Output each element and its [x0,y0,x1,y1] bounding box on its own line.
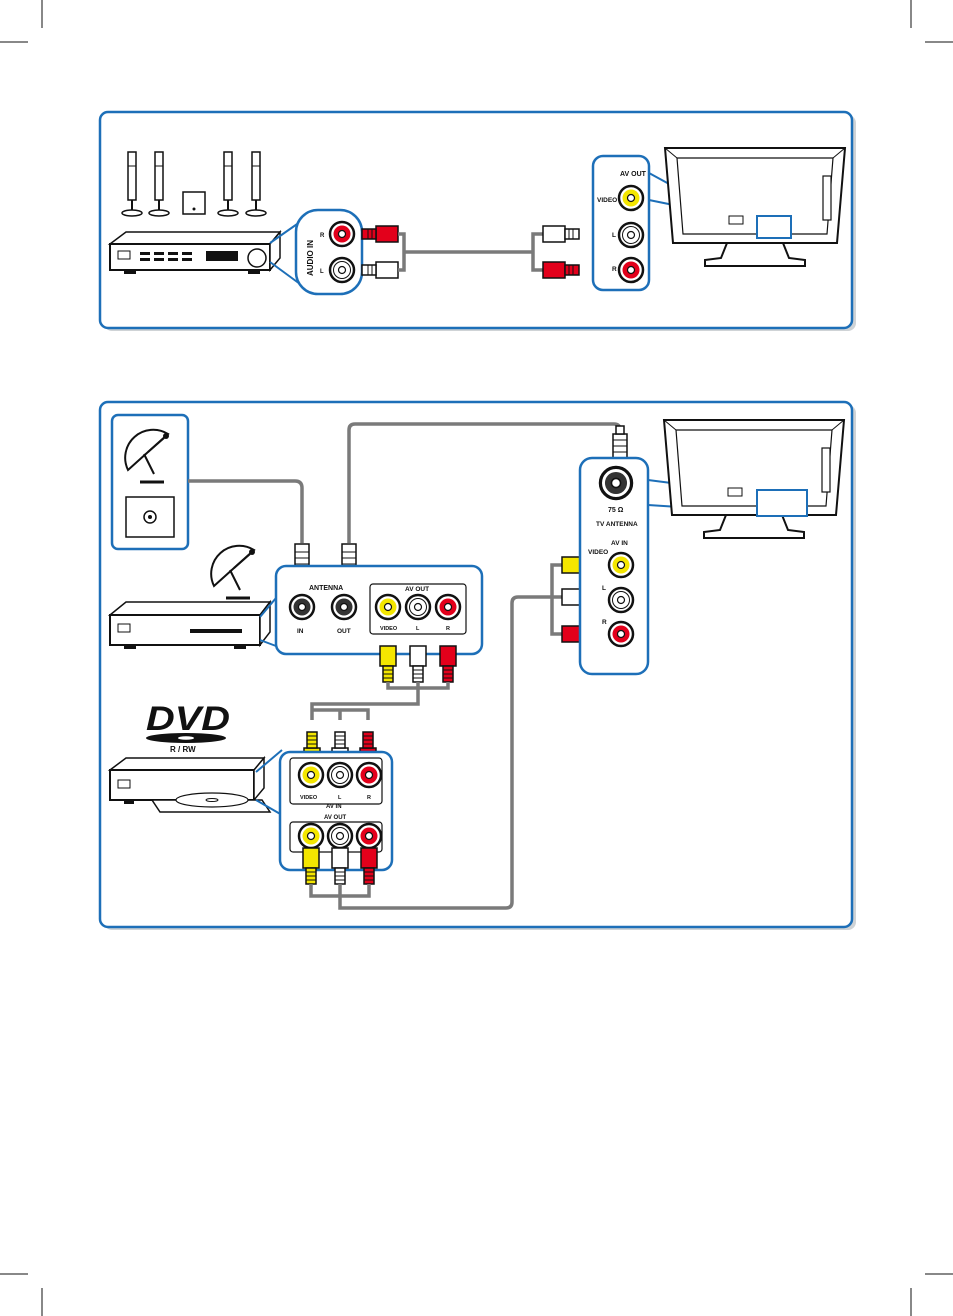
rca-jack-icon[interactable] [299,763,323,787]
tv-antenna-label: TV ANTENNA [596,521,638,528]
rca-plug-icon [303,848,319,884]
dvd-recorder-icon [110,758,270,812]
receiver-rear-panel: ANTENNA IN OUT AV OUT VIDEO L R [276,566,482,654]
diagram-audio-connection: AUDIO IN R L AV OUT VIDEO L R [100,112,856,331]
receiver-av-out-label: AV OUT [405,586,429,593]
dvd-logo-sub: R / RW [170,745,196,754]
rca-jack-icon[interactable] [290,595,314,619]
rca-jack-icon[interactable] [357,824,381,848]
tv-antenna-jack[interactable] [600,467,631,498]
dvd-logo-text: DVD [146,700,230,738]
rca-plug-icon [332,848,348,884]
rca-plug-icon [362,226,398,242]
tv-video-label: VIDEO [597,197,617,204]
amp-audio-in-panel: AUDIO IN R L [296,210,362,294]
rca-jack-icon[interactable] [609,588,633,612]
rca-jack-icon[interactable] [299,824,323,848]
rca-jack-icon[interactable] [376,595,400,619]
dvd-av-in-label: AV IN [326,804,342,810]
receiver-out-label: OUT [337,628,351,635]
dvd-r-label: R [367,795,371,801]
amp-jack-l-label: L [320,269,324,275]
tv-av-out-label: AV OUT [620,171,647,178]
tv-r-label: R [612,266,617,273]
rca-plug-icon [362,262,398,278]
rca-jack-icon[interactable] [619,223,643,247]
rca-jack-icon[interactable] [328,763,352,787]
amplifier-icon [110,232,280,274]
tv-av-in-label: AV IN [611,540,628,547]
rca-jack-icon[interactable] [609,622,633,646]
tv-input-panel: 75 Ω TV ANTENNA AV IN VIDEO L R [580,458,648,674]
diagram-av-connection: ANTENNA IN OUT AV OUT VIDEO L R DVD [100,402,856,930]
rca-jack-icon[interactable] [328,824,352,848]
rca-jack-icon[interactable] [619,186,643,210]
wall-antenna-socket-icon [126,497,174,537]
tv-av-video-label: VIDEO [588,549,608,556]
rca-plug-icon [440,646,456,682]
tv-av-out-panel: AV OUT VIDEO L R [593,156,649,290]
receiver-video-label: VIDEO [380,626,398,632]
rca-jack-icon[interactable] [330,222,354,246]
rca-jack-icon[interactable] [619,258,643,282]
tv-av-r-label: R [602,619,607,626]
rca-plug-icon [361,848,377,884]
tv-ohm-label: 75 Ω [608,507,624,514]
rca-jack-icon[interactable] [332,595,356,619]
rca-jack-icon[interactable] [406,595,430,619]
audio-in-label: AUDIO IN [306,240,315,276]
tv-av-l-label: L [602,585,606,592]
dvd-av-out-label: AV OUT [324,815,347,821]
rca-plug-icon [543,226,579,242]
dvd-video-label: VIDEO [300,795,318,801]
rca-plug-icon [543,262,579,278]
rca-jack-icon[interactable] [357,763,381,787]
receiver-r-label: R [446,626,450,632]
receiver-antenna-label: ANTENNA [309,585,343,592]
amp-jack-r-label: R [320,233,325,239]
rca-jack-icon[interactable] [436,595,460,619]
tv-l-label: L [612,232,616,239]
rca-plug-icon [410,646,426,682]
rca-jack-icon[interactable] [609,553,633,577]
rca-plug-icon [380,646,396,682]
rca-jack-icon[interactable] [330,258,354,282]
receiver-in-label: IN [297,628,304,635]
antenna-source-box [112,415,188,549]
